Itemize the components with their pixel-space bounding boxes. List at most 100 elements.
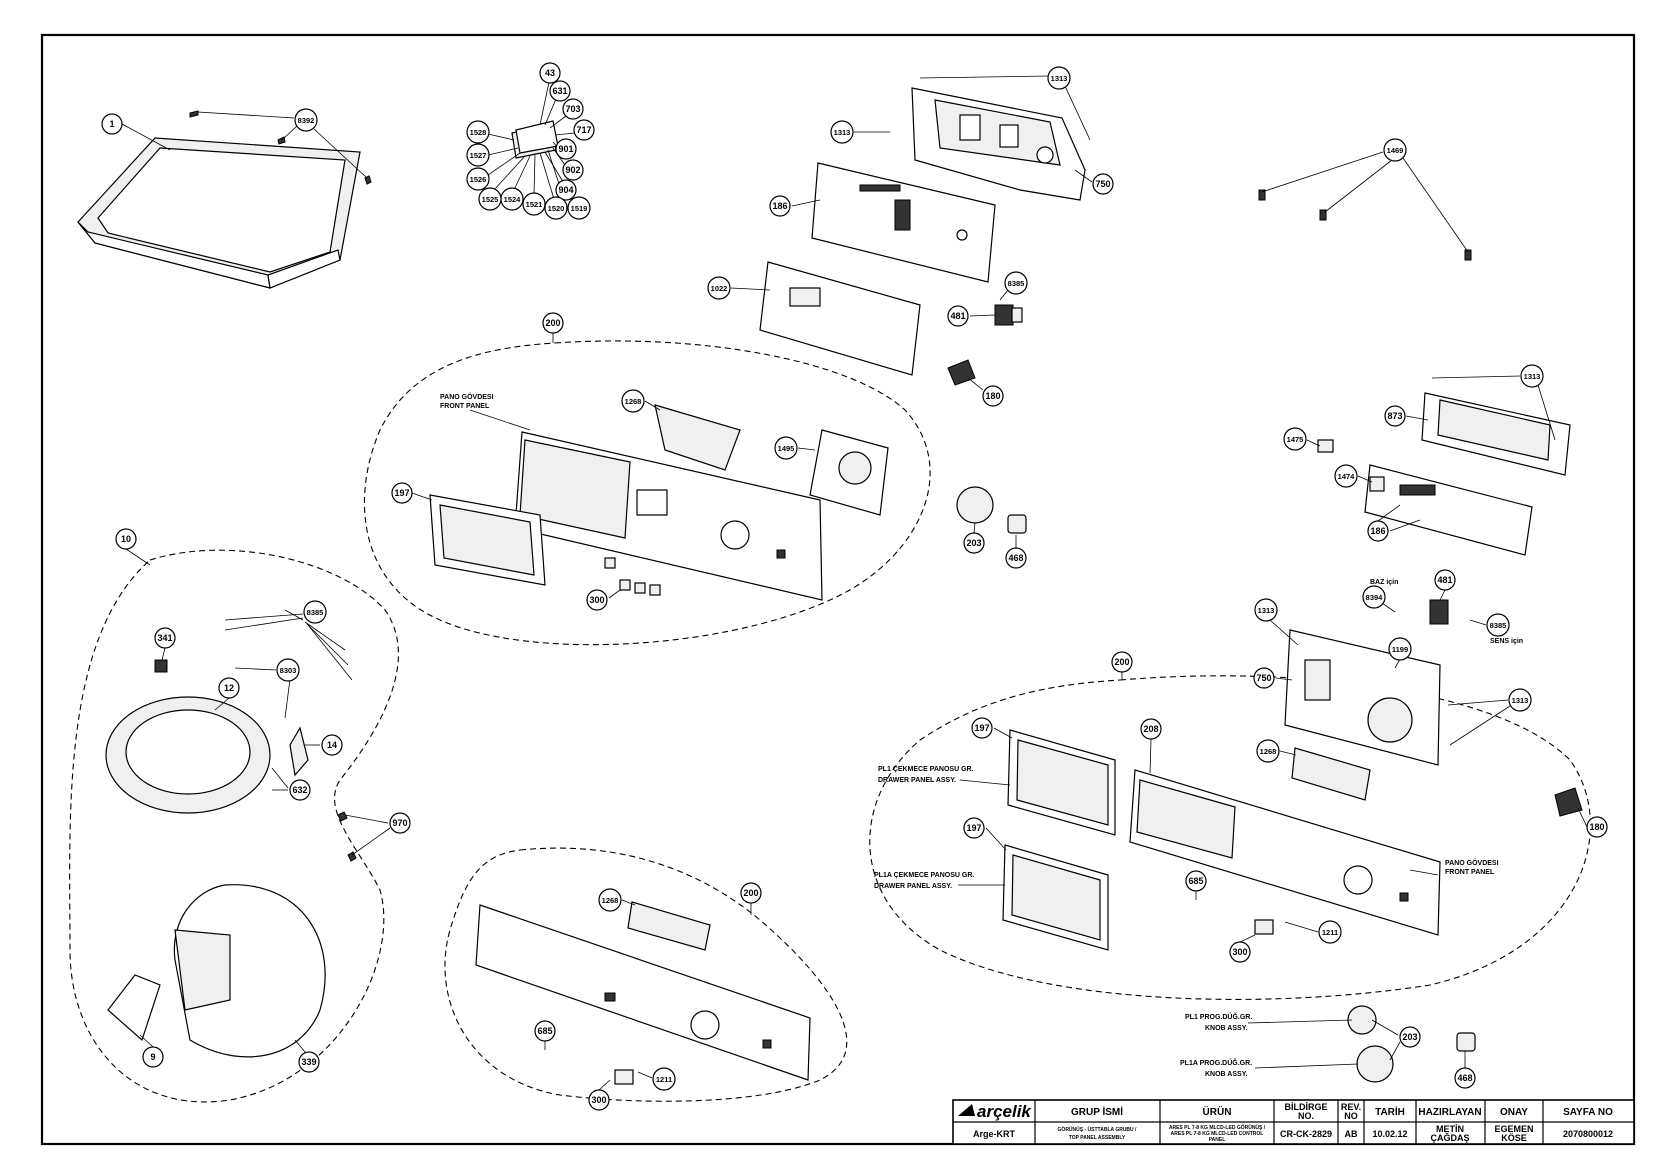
callout-circle	[1434, 569, 1456, 591]
callout-circle	[1092, 173, 1114, 195]
callout-c180b: 180	[1586, 816, 1608, 838]
door-handle-14	[289, 726, 309, 777]
callout-circle	[707, 276, 731, 300]
callout-c341: 341	[154, 627, 176, 649]
callout-number: 750	[1256, 673, 1271, 683]
callout-number: 203	[1402, 1032, 1417, 1042]
callout-number: 8303	[280, 666, 297, 675]
callout-number: 685	[1188, 876, 1203, 886]
date-value: 10.02.12	[1372, 1129, 1407, 1139]
callout-circle	[389, 812, 411, 834]
callout-number: 1521	[526, 200, 543, 209]
callout-c1313a: 1313	[1047, 66, 1071, 90]
callout-number: 1022	[711, 284, 728, 293]
callout-c468b: 468	[1454, 1067, 1476, 1089]
callout-number: 1211	[1322, 928, 1338, 937]
callout-c750b: 750	[1253, 667, 1275, 689]
callout-circle	[321, 734, 343, 756]
callout-number: 1474	[1338, 472, 1356, 481]
callout-circle	[769, 195, 791, 217]
callout-number: 1268	[1260, 747, 1277, 756]
leader-lines	[121, 75, 1588, 1091]
callout-c8394: 8394	[1362, 585, 1386, 609]
callout-circle	[1520, 364, 1544, 388]
rev-value: AB	[1345, 1129, 1358, 1139]
callout-number: 300	[591, 1095, 606, 1105]
callout-c750a: 750	[1092, 173, 1114, 195]
callout-circle	[1486, 613, 1510, 637]
callout-number: 180	[1589, 822, 1604, 832]
approve-value-2: KÖSE	[1501, 1133, 1527, 1143]
callout-number: 197	[394, 488, 409, 498]
callout-number: 9	[150, 1052, 155, 1062]
callout-c180a: 180	[982, 385, 1004, 407]
callout-number: 1313	[1512, 696, 1529, 705]
product-value-1: ARES PL 7-8 KG MLCD-LED GÖRÜNÜŞ /	[1169, 1124, 1266, 1131]
drawer-panel-pl1	[1007, 729, 1116, 836]
callout-circle	[478, 187, 502, 211]
bildirge-value: CR-CK-2829	[1280, 1129, 1332, 1139]
callout-circle	[218, 677, 240, 699]
callout-c8385a: 8385	[1004, 271, 1028, 295]
callout-c1525: 1525	[478, 187, 502, 211]
callout-number: 203	[966, 538, 981, 548]
callout-circle	[142, 1046, 164, 1068]
callout-c8385b: 8385	[303, 600, 327, 624]
callout-circle	[947, 305, 969, 327]
callout-c14: 14	[321, 734, 343, 756]
callout-number: 1526	[470, 175, 487, 184]
callout-number: 904	[558, 185, 573, 195]
page-value: 2070800012	[1563, 1129, 1613, 1139]
callout-c9: 9	[142, 1046, 164, 1068]
callout-number: 1268	[602, 896, 619, 905]
callout-number: 200	[545, 318, 560, 328]
dept-value: Arge-KRT	[973, 1129, 1016, 1139]
callout-number: 1268	[625, 397, 642, 406]
callout-c197c: 197	[963, 817, 985, 839]
callout-circle	[621, 389, 645, 413]
callout-circle	[101, 113, 123, 135]
button-caps-300-right	[1254, 919, 1274, 935]
callout-c300b: 300	[1229, 941, 1251, 963]
callout-number: 1519	[571, 204, 588, 213]
callout-circle	[534, 1020, 556, 1042]
group-value-en: TOP PANEL ASSEMBLY	[1069, 1135, 1126, 1141]
callout-number: 197	[966, 823, 981, 833]
button-caps-300-top	[604, 557, 661, 596]
callout-number: 208	[1143, 724, 1158, 734]
callout-c1: 1	[101, 113, 123, 135]
callout-number: 901	[558, 144, 573, 154]
callout-circle	[1256, 739, 1280, 763]
callout-circle	[466, 143, 490, 167]
callout-c1313d: 1313	[1254, 598, 1278, 622]
front-panel-top	[514, 431, 823, 601]
callout-number: 631	[552, 86, 567, 96]
inner-ring-339	[173, 884, 326, 1058]
callout-c1528: 1528	[466, 120, 490, 144]
callout-number: 1524	[504, 195, 522, 204]
callout-number: 43	[545, 68, 555, 78]
callout-number: 632	[292, 785, 307, 795]
callout-c203b: 203	[1399, 1026, 1421, 1048]
callout-circle	[1399, 1026, 1421, 1048]
callout-number: 1520	[548, 204, 565, 213]
callout-number: 300	[1232, 947, 1247, 957]
approve-value-1: EGEMEN	[1494, 1124, 1533, 1134]
callout-c1022: 1022	[707, 276, 731, 300]
callout-circle	[586, 589, 608, 611]
callout-c717: 717	[573, 119, 595, 141]
callout-number: 339	[301, 1057, 316, 1067]
callout-c1519: 1519	[567, 196, 591, 220]
callout-circle	[303, 600, 327, 624]
callout-number: 341	[157, 633, 172, 643]
logo-mark-icon	[958, 1104, 975, 1116]
note-pl1a-drawer-tr: PL1A ÇEKMECE PANOSU GR.	[874, 872, 974, 879]
callout-c200a: 200	[542, 312, 564, 334]
callout-circle	[294, 108, 318, 132]
callout-circle	[1140, 718, 1162, 740]
callout-c1474: 1474	[1334, 464, 1358, 488]
pcb-186-top	[811, 162, 996, 283]
cover-1495	[809, 429, 889, 516]
